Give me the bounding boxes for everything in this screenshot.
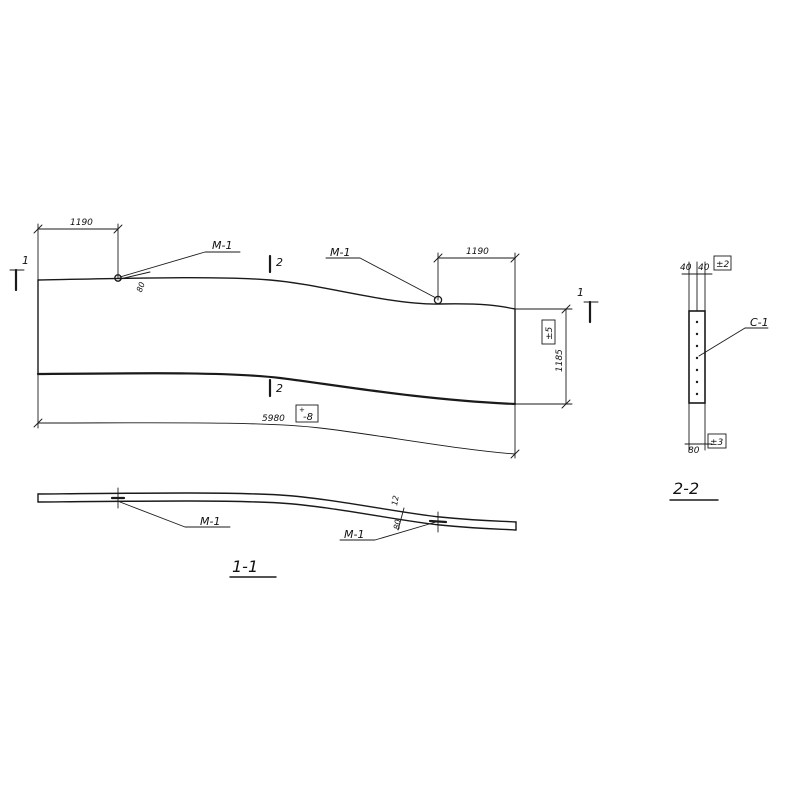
panel-bottom-edge bbox=[36, 372, 517, 406]
s22-bottom-tol-box bbox=[707, 433, 727, 449]
s22-mesh-leader bbox=[698, 327, 769, 357]
dim-height-tol-text: ±5 bbox=[545, 326, 555, 340]
dim-length-tol-box bbox=[295, 404, 319, 423]
dim-top-left-text: 1190 bbox=[70, 218, 93, 228]
tick-mark bbox=[433, 253, 443, 263]
rebar-dot bbox=[695, 356, 699, 360]
section-2-2: 40 40 ±2 С-1 80 ±3 2-2 bbox=[669, 255, 769, 501]
insert-offset-line bbox=[119, 271, 151, 280]
tick-mark bbox=[33, 418, 43, 428]
leader-m1-right bbox=[325, 257, 437, 299]
side-insert-label-right: М-1 bbox=[344, 528, 364, 541]
s22-top-tol-box bbox=[713, 255, 732, 271]
side-bottom-edge bbox=[37, 500, 517, 531]
s22-dim-40-left: 40 bbox=[680, 263, 692, 273]
dim-top-right-text: 1190 bbox=[466, 247, 489, 257]
s22-dim-40-right: 40 bbox=[698, 263, 710, 273]
dim-height-text: 1185 bbox=[555, 349, 565, 372]
dim-length-tol-top: + bbox=[299, 406, 305, 414]
rebar-dot bbox=[695, 320, 699, 324]
insert-label-right: М-1 bbox=[330, 246, 350, 259]
panel-top-edge bbox=[37, 276, 516, 310]
side-top-edge bbox=[37, 492, 517, 523]
s22-dim-bottom-text: 80 bbox=[688, 446, 700, 456]
rebar-dot bbox=[695, 344, 699, 348]
tick-mark bbox=[33, 224, 43, 234]
rebar-dot bbox=[695, 380, 699, 384]
insert-m1-right bbox=[433, 295, 443, 305]
rebar-dot bbox=[695, 332, 699, 336]
section-1-right-label: 1 bbox=[577, 286, 584, 299]
side-insert-label-left: М-1 bbox=[200, 515, 220, 528]
dim-length-tol-bottom: -8 bbox=[303, 412, 313, 423]
side-thickness-dim: 80 bbox=[392, 519, 403, 531]
tick-mark bbox=[113, 224, 123, 234]
rebar-dot bbox=[695, 392, 699, 396]
section-2-top-label: 2 bbox=[276, 256, 283, 269]
insert-offset-text: 80 bbox=[135, 281, 147, 294]
side-leader-right bbox=[339, 521, 437, 541]
section-2-2-title: 2-2 bbox=[673, 479, 699, 498]
side-thickness-tol: 12 bbox=[390, 495, 401, 507]
plan-view: 1190 1190 М-1 М-1 80 1 1 2 2 bbox=[9, 218, 599, 459]
s22-mesh-label: С-1 bbox=[750, 316, 769, 329]
leader-m1-left bbox=[119, 251, 241, 278]
dim-line-length bbox=[37, 422, 516, 455]
side-view-1-1: М-1 М-1 80 12 1-1 bbox=[37, 487, 517, 578]
insert-m1-left bbox=[114, 274, 122, 282]
dim-height-tol-box bbox=[541, 319, 556, 345]
side-thickness-dim-line bbox=[397, 507, 405, 531]
s22-top-tol: ±2 bbox=[716, 260, 730, 270]
tick-mark bbox=[510, 449, 520, 459]
tick-mark bbox=[561, 399, 571, 409]
section-1-1-title: 1-1 bbox=[232, 557, 258, 576]
tick-mark bbox=[561, 304, 571, 314]
rebar-dot bbox=[695, 368, 699, 372]
section-1-left-label: 1 bbox=[22, 254, 29, 267]
side-leader-left bbox=[119, 501, 231, 528]
dim-length-text: 5980 bbox=[262, 414, 285, 424]
section-2-bottom-label: 2 bbox=[276, 382, 283, 395]
insert-label-left: М-1 bbox=[212, 239, 232, 252]
s22-bottom-tol: ±3 bbox=[710, 438, 724, 448]
tick-mark bbox=[510, 253, 520, 263]
